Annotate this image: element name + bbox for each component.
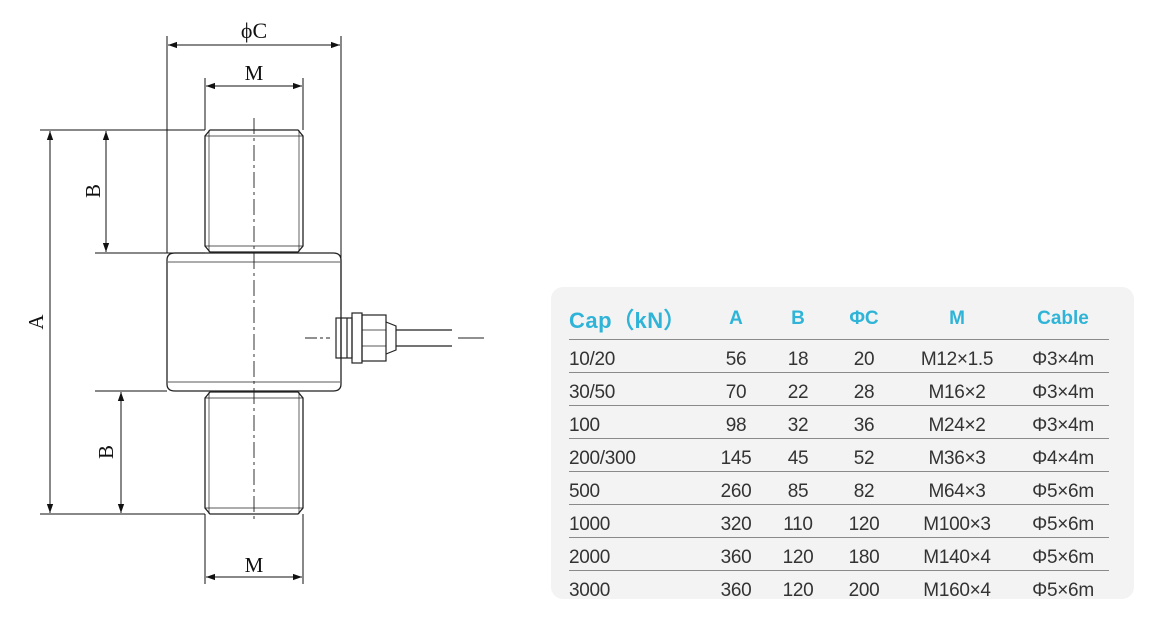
cell-phi-c: 52 <box>831 438 897 472</box>
cell-m: M160×4 <box>923 580 991 601</box>
cell-m: M24×2 <box>897 405 1017 439</box>
dimension-m-bottom <box>204 514 304 584</box>
cell-cap: 2000 <box>569 537 707 571</box>
dimension-a <box>40 129 205 515</box>
cell-phi-c: 82 <box>831 471 897 505</box>
cell-b: 110 <box>765 504 831 538</box>
label-a: A <box>24 314 48 330</box>
cell-cable: Φ5×6m <box>1032 580 1094 601</box>
cell-cable: Φ5×6m <box>1017 504 1109 538</box>
bottom-threaded-stud <box>204 391 304 515</box>
cell-cap: 30/50 <box>569 372 707 406</box>
dimension-b-bottom <box>95 390 167 513</box>
top-threaded-stud <box>204 129 304 253</box>
table-row: 1000 320 110 120 M100×3 Φ5×6m <box>569 504 1109 538</box>
cell-phi-c: 28 <box>831 372 897 406</box>
cell-phi-c: 200 <box>848 580 880 601</box>
cell-phi-c: 180 <box>831 537 897 571</box>
cell-cap: 10/20 <box>569 339 707 373</box>
cell-m: M100×3 <box>897 504 1017 538</box>
cell-m: M16×2 <box>897 372 1017 406</box>
spec-table-panel: Cap（kN） A B ΦC M Cable 10/20 56 18 20 M1… <box>551 287 1134 601</box>
cell-b: 22 <box>765 372 831 406</box>
table-row: 3000 360 120 200 M160×4 Φ5×6m <box>569 571 1109 604</box>
header-b: B <box>791 308 805 329</box>
table-row: 30/50 70 22 28 M16×2 Φ3×4m <box>569 372 1109 406</box>
label-b-bottom: B <box>94 445 118 459</box>
cable-gland <box>335 312 397 364</box>
load-cell-dimension-drawing: ϕC M A B B M <box>24 18 484 584</box>
cell-a: 98 <box>707 405 765 439</box>
label-b-top: B <box>81 184 105 198</box>
cell-m: M12×1.5 <box>897 339 1017 373</box>
cell-b: 45 <box>765 438 831 472</box>
cell-m: M36×3 <box>897 438 1017 472</box>
header-cap: Cap（kN） <box>569 308 687 333</box>
cell-cap: 100 <box>569 405 707 439</box>
dimension-m-top <box>204 78 304 130</box>
header-cable: Cable <box>1037 308 1089 329</box>
cell-a: 70 <box>707 372 765 406</box>
cell-cap: 500 <box>569 471 707 505</box>
header-m: M <box>949 308 965 329</box>
table-header-row: Cap（kN） A B ΦC M Cable <box>569 299 1109 340</box>
dimension-phi-c <box>166 36 342 310</box>
cell-b: 120 <box>765 537 831 571</box>
label-m-top: M <box>245 61 264 85</box>
label-m-bottom: M <box>245 553 264 577</box>
cell-a: 145 <box>707 438 765 472</box>
cell-cable: Φ5×6m <box>1017 471 1109 505</box>
cell-cable: Φ4×4m <box>1017 438 1109 472</box>
cell-a: 360 <box>707 537 765 571</box>
header-phi-c: ΦC <box>849 308 879 329</box>
cell-a: 320 <box>707 504 765 538</box>
cell-b: 18 <box>765 339 831 373</box>
table-row: 100 98 32 36 M24×2 Φ3×4m <box>569 405 1109 439</box>
cell-b: 120 <box>782 580 814 601</box>
cell-b: 85 <box>765 471 831 505</box>
load-cell-body <box>166 252 342 392</box>
table-row: 500 260 85 82 M64×3 Φ5×6m <box>569 471 1109 505</box>
cell-phi-c: 36 <box>831 405 897 439</box>
table-row: 200/300 145 45 52 M36×3 Φ4×4m <box>569 438 1109 472</box>
cell-phi-c: 20 <box>831 339 897 373</box>
cell-cap: 200/300 <box>569 438 707 472</box>
cell-cap: 1000 <box>569 504 707 538</box>
cell-m: M140×4 <box>897 537 1017 571</box>
cell-cap: 3000 <box>569 580 611 601</box>
spec-table: Cap（kN） A B ΦC M Cable 10/20 56 18 20 M1… <box>569 299 1109 603</box>
cell-cable: Φ5×6m <box>1017 537 1109 571</box>
cell-phi-c: 120 <box>831 504 897 538</box>
cell-a: 360 <box>720 580 752 601</box>
header-a: A <box>729 308 743 329</box>
cell-a: 260 <box>707 471 765 505</box>
table-row: 2000 360 120 180 M140×4 Φ5×6m <box>569 537 1109 571</box>
cell-b: 32 <box>765 405 831 439</box>
table-row: 10/20 56 18 20 M12×1.5 Φ3×4m <box>569 339 1109 373</box>
cable <box>305 329 484 347</box>
cell-m: M64×3 <box>897 471 1017 505</box>
cell-a: 56 <box>707 339 765 373</box>
dimension-b-top <box>95 131 205 254</box>
cell-cable: Φ3×4m <box>1017 339 1109 373</box>
cell-cable: Φ3×4m <box>1017 372 1109 406</box>
cell-cable: Φ3×4m <box>1017 405 1109 439</box>
label-phi-c: ϕC <box>241 18 267 43</box>
